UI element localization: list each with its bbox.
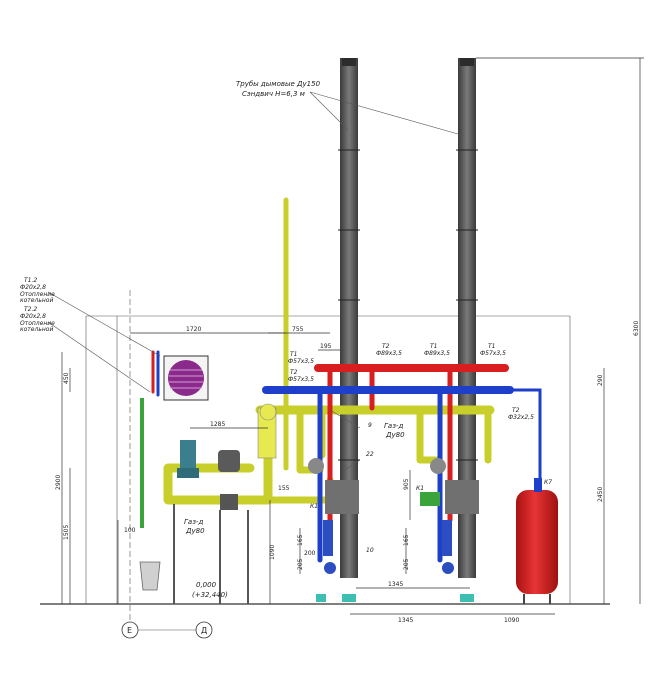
- dim-2900: 2900: [55, 475, 62, 490]
- gas-regulator: [177, 440, 240, 510]
- item-10-label: 10: [366, 547, 374, 554]
- t2-89-spec: Ф89х3,5: [376, 350, 402, 357]
- t2-89-label: Т2: [382, 343, 390, 350]
- gas-upper-label: Газ-д: [384, 422, 403, 430]
- t1-89-spec: Ф89х3,5: [424, 350, 450, 357]
- boiler-left: [308, 458, 359, 602]
- t22-label-1: Т2.2: [24, 306, 37, 313]
- item-9-label: 9: [368, 422, 372, 429]
- return-pipes: [156, 350, 542, 563]
- k1-left-label: К1: [310, 503, 318, 510]
- t2-57-label: Т2: [290, 369, 298, 376]
- gas-lower-size: Ду80: [185, 527, 205, 535]
- dim-200: 200: [304, 550, 316, 557]
- dim-6300: 6300: [633, 321, 640, 336]
- t1-57-label: Т1: [290, 351, 297, 358]
- gas-filter: [257, 403, 277, 459]
- dim-755: 755: [292, 326, 304, 333]
- boiler-right: [420, 458, 479, 602]
- dim-905: 905: [403, 478, 410, 490]
- air-heater: [163, 355, 209, 401]
- chimney-label-2: Сэндвич Н=6,3 м: [242, 90, 306, 98]
- dim-290: 290: [597, 374, 604, 386]
- elevation-label: 0,000: [196, 581, 217, 589]
- t22-label-3: Отопление: [20, 320, 55, 327]
- dim-165a: 165: [297, 534, 304, 546]
- axis-markers: [121, 621, 213, 639]
- chimney-right: [458, 58, 476, 578]
- t12-label-4: котельной: [20, 297, 53, 304]
- elevation-abs-label: (+32,440): [192, 591, 228, 599]
- t2-32-spec: Ф32х2,5: [508, 414, 534, 421]
- expansion-tank: [516, 478, 558, 604]
- dim-205b: 205: [403, 558, 410, 570]
- t22-label-4: котельной: [20, 326, 53, 333]
- t1-57r-spec: Ф57х3,5: [480, 350, 506, 357]
- dim-155: 155: [278, 485, 290, 492]
- t1-89-label: Т1: [430, 343, 437, 350]
- t12-label-2: Ф20х2,8: [20, 284, 46, 291]
- dim-1505: 1505: [63, 525, 70, 540]
- dim-195: 195: [320, 343, 332, 350]
- t1-57-spec: Ф57х3,5: [288, 358, 314, 365]
- dim-1345b: 1345: [398, 617, 413, 624]
- t1-57r-label: Т1: [488, 343, 495, 350]
- text-labels: Трубы дымовые Ду150 Сэндвич Н=6,3 м Т1.2…: [20, 80, 552, 635]
- dimension-texts: 1720 755 195 1285 155 100 1345 1345 1090…: [55, 321, 640, 624]
- dim-1090h: 1090: [504, 617, 519, 624]
- t2-32-label: Т2: [512, 407, 520, 414]
- room-outline: [40, 290, 610, 620]
- dimension-lines: [61, 57, 644, 615]
- item-22-label: 22: [366, 451, 374, 458]
- drain-bucket: [139, 561, 161, 591]
- axis-d-label: Д: [201, 626, 207, 635]
- dim-100: 100: [124, 527, 136, 534]
- gas-upper-size: Ду80: [385, 431, 405, 439]
- t22-label-2: Ф20х2,8: [20, 313, 46, 320]
- chimney-left: [340, 58, 358, 578]
- k1-right-label: К1: [416, 485, 424, 492]
- t12-label-1: Т1.2: [24, 277, 37, 284]
- chimney-label-1: Трубы дымовые Ду150: [236, 80, 321, 88]
- chimney-rings: [338, 149, 478, 461]
- t2-57-spec: Ф57х3,5: [288, 376, 314, 383]
- dim-165b: 165: [403, 534, 410, 546]
- t12-label-3: Отопление: [20, 291, 55, 298]
- green-pipe: [140, 398, 144, 528]
- dim-2450: 2450: [597, 487, 604, 502]
- axis-e-label: Е: [127, 626, 132, 635]
- tank-label: К7: [544, 479, 552, 486]
- gas-lower-label: Газ-д: [184, 518, 203, 526]
- dim-450: 450: [63, 372, 70, 384]
- pipe-supports: [173, 504, 249, 604]
- dim-1345a: 1345: [388, 581, 403, 588]
- dim-205a: 205: [297, 558, 304, 570]
- dim-1720: 1720: [186, 326, 201, 333]
- leader-lines: [47, 91, 466, 471]
- dim-1285: 1285: [210, 421, 225, 428]
- dim-1090v: 1090: [269, 545, 276, 560]
